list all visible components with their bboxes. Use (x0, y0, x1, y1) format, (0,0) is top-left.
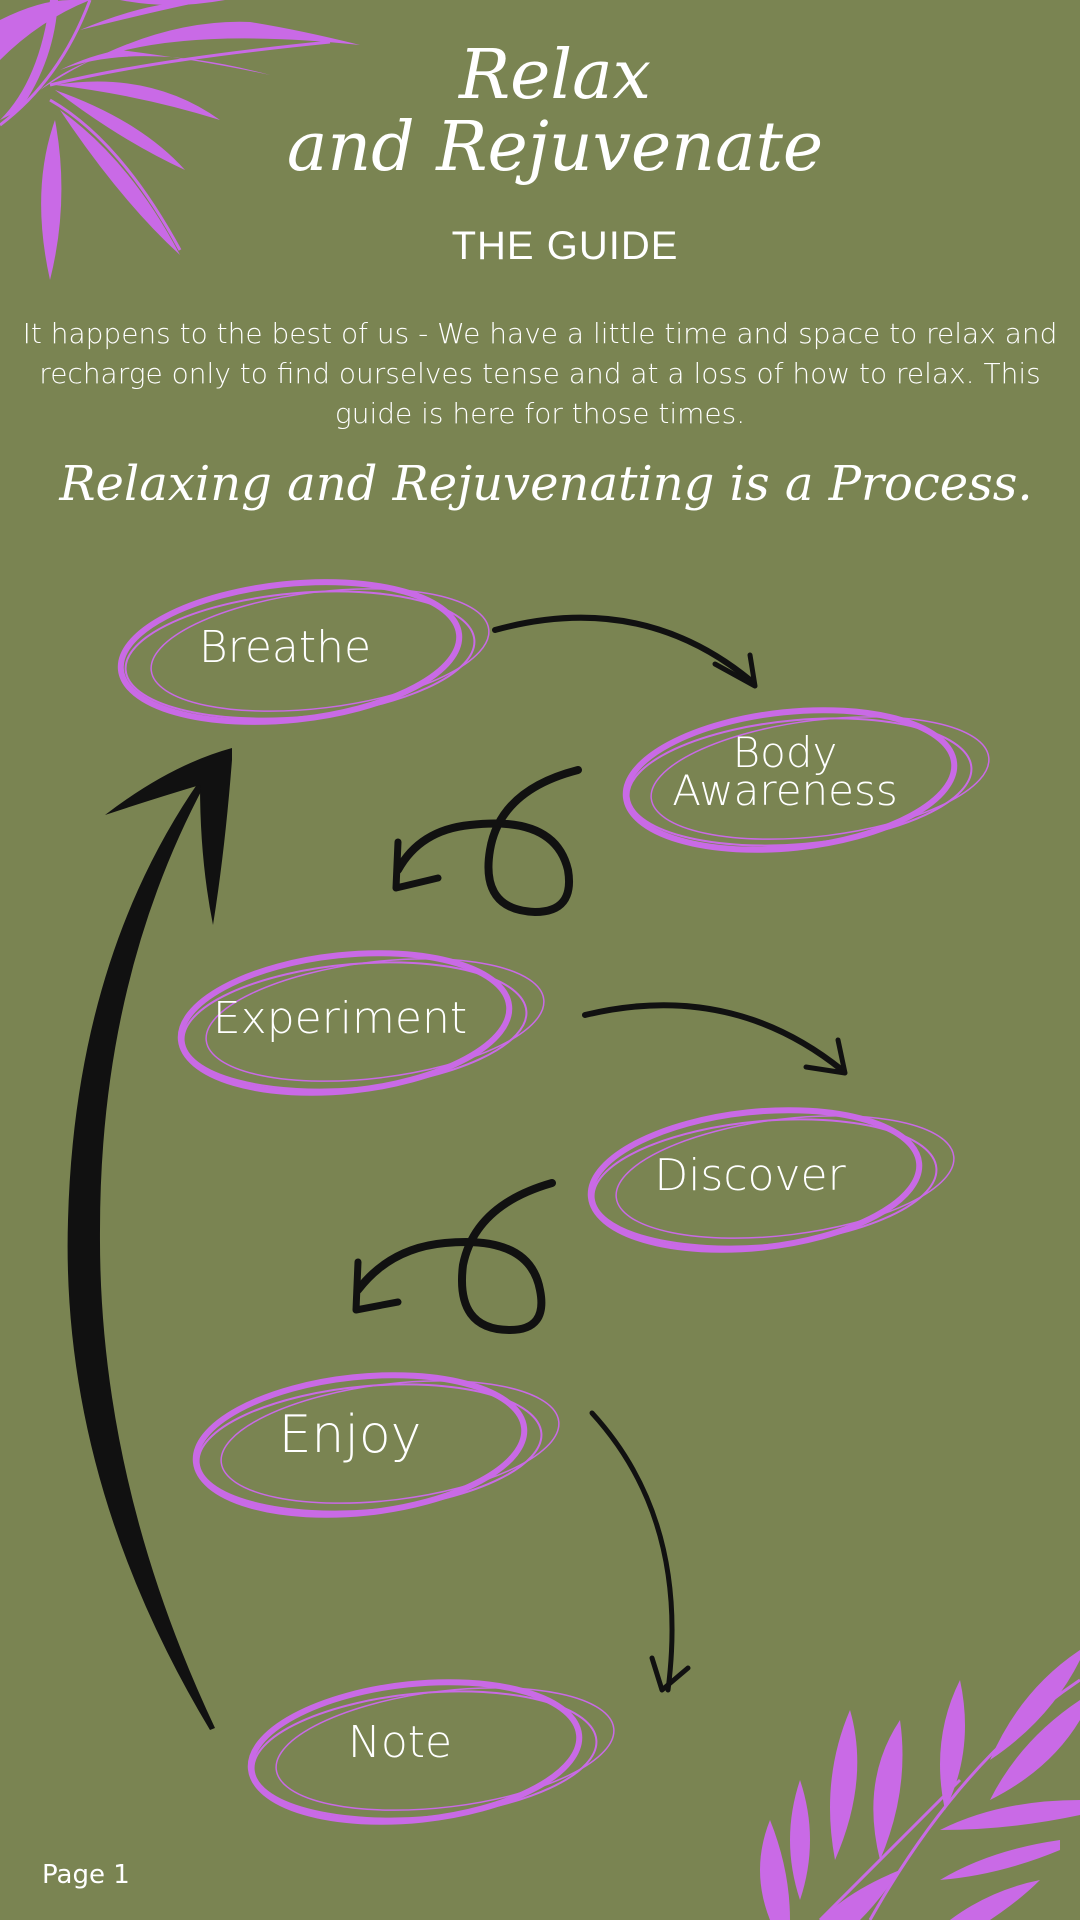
arrow-breathe-to-body-icon (492, 614, 758, 689)
ellipse-body-awareness (622, 707, 990, 853)
arrow-experiment-to-discover-icon (582, 1002, 848, 1076)
leaf-stems-bottom-right (818, 1678, 1080, 1920)
step-ellipses (117, 579, 990, 1825)
leaf-stems-top-left (0, 0, 331, 251)
step-enjoy: Enjoy (278, 1405, 422, 1465)
title-line-2: and Rejuvenate (286, 108, 824, 187)
leaf-top-left-icon (0, 0, 360, 280)
ellipse-enjoy (192, 1372, 560, 1518)
tagline: Relaxing and Rejuvenating is a Process. (59, 456, 1033, 512)
arrow-enjoy-to-note-icon (589, 1410, 691, 1693)
step-breathe: Breathe (198, 622, 372, 673)
step-body-awareness-line2: Awareness (672, 766, 898, 815)
title-line-1: Relax (458, 36, 652, 115)
ellipse-note (247, 1679, 615, 1825)
page-number: Page 1 (42, 1860, 130, 1890)
ellipse-discover (587, 1107, 955, 1253)
ellipse-experiment (177, 950, 545, 1096)
step-body-awareness: Body Awareness (650, 728, 920, 815)
intro-paragraph: It happens to the best of us - We have a… (22, 317, 1058, 430)
step-discover: Discover (654, 1150, 846, 1201)
arrow-note-to-breathe-icon (67, 748, 232, 1730)
leaf-bottom-right-icon (760, 1650, 1080, 1920)
arrow-body-to-experiment-icon (392, 766, 582, 916)
step-experiment: Experiment (212, 993, 468, 1044)
subtitle: THE GUIDE (451, 224, 679, 268)
ellipse-breathe (117, 579, 490, 725)
step-note: Note (347, 1717, 453, 1768)
arrow-discover-to-enjoy-icon (352, 1179, 556, 1334)
step-body-awareness-line1: Body (732, 728, 838, 777)
